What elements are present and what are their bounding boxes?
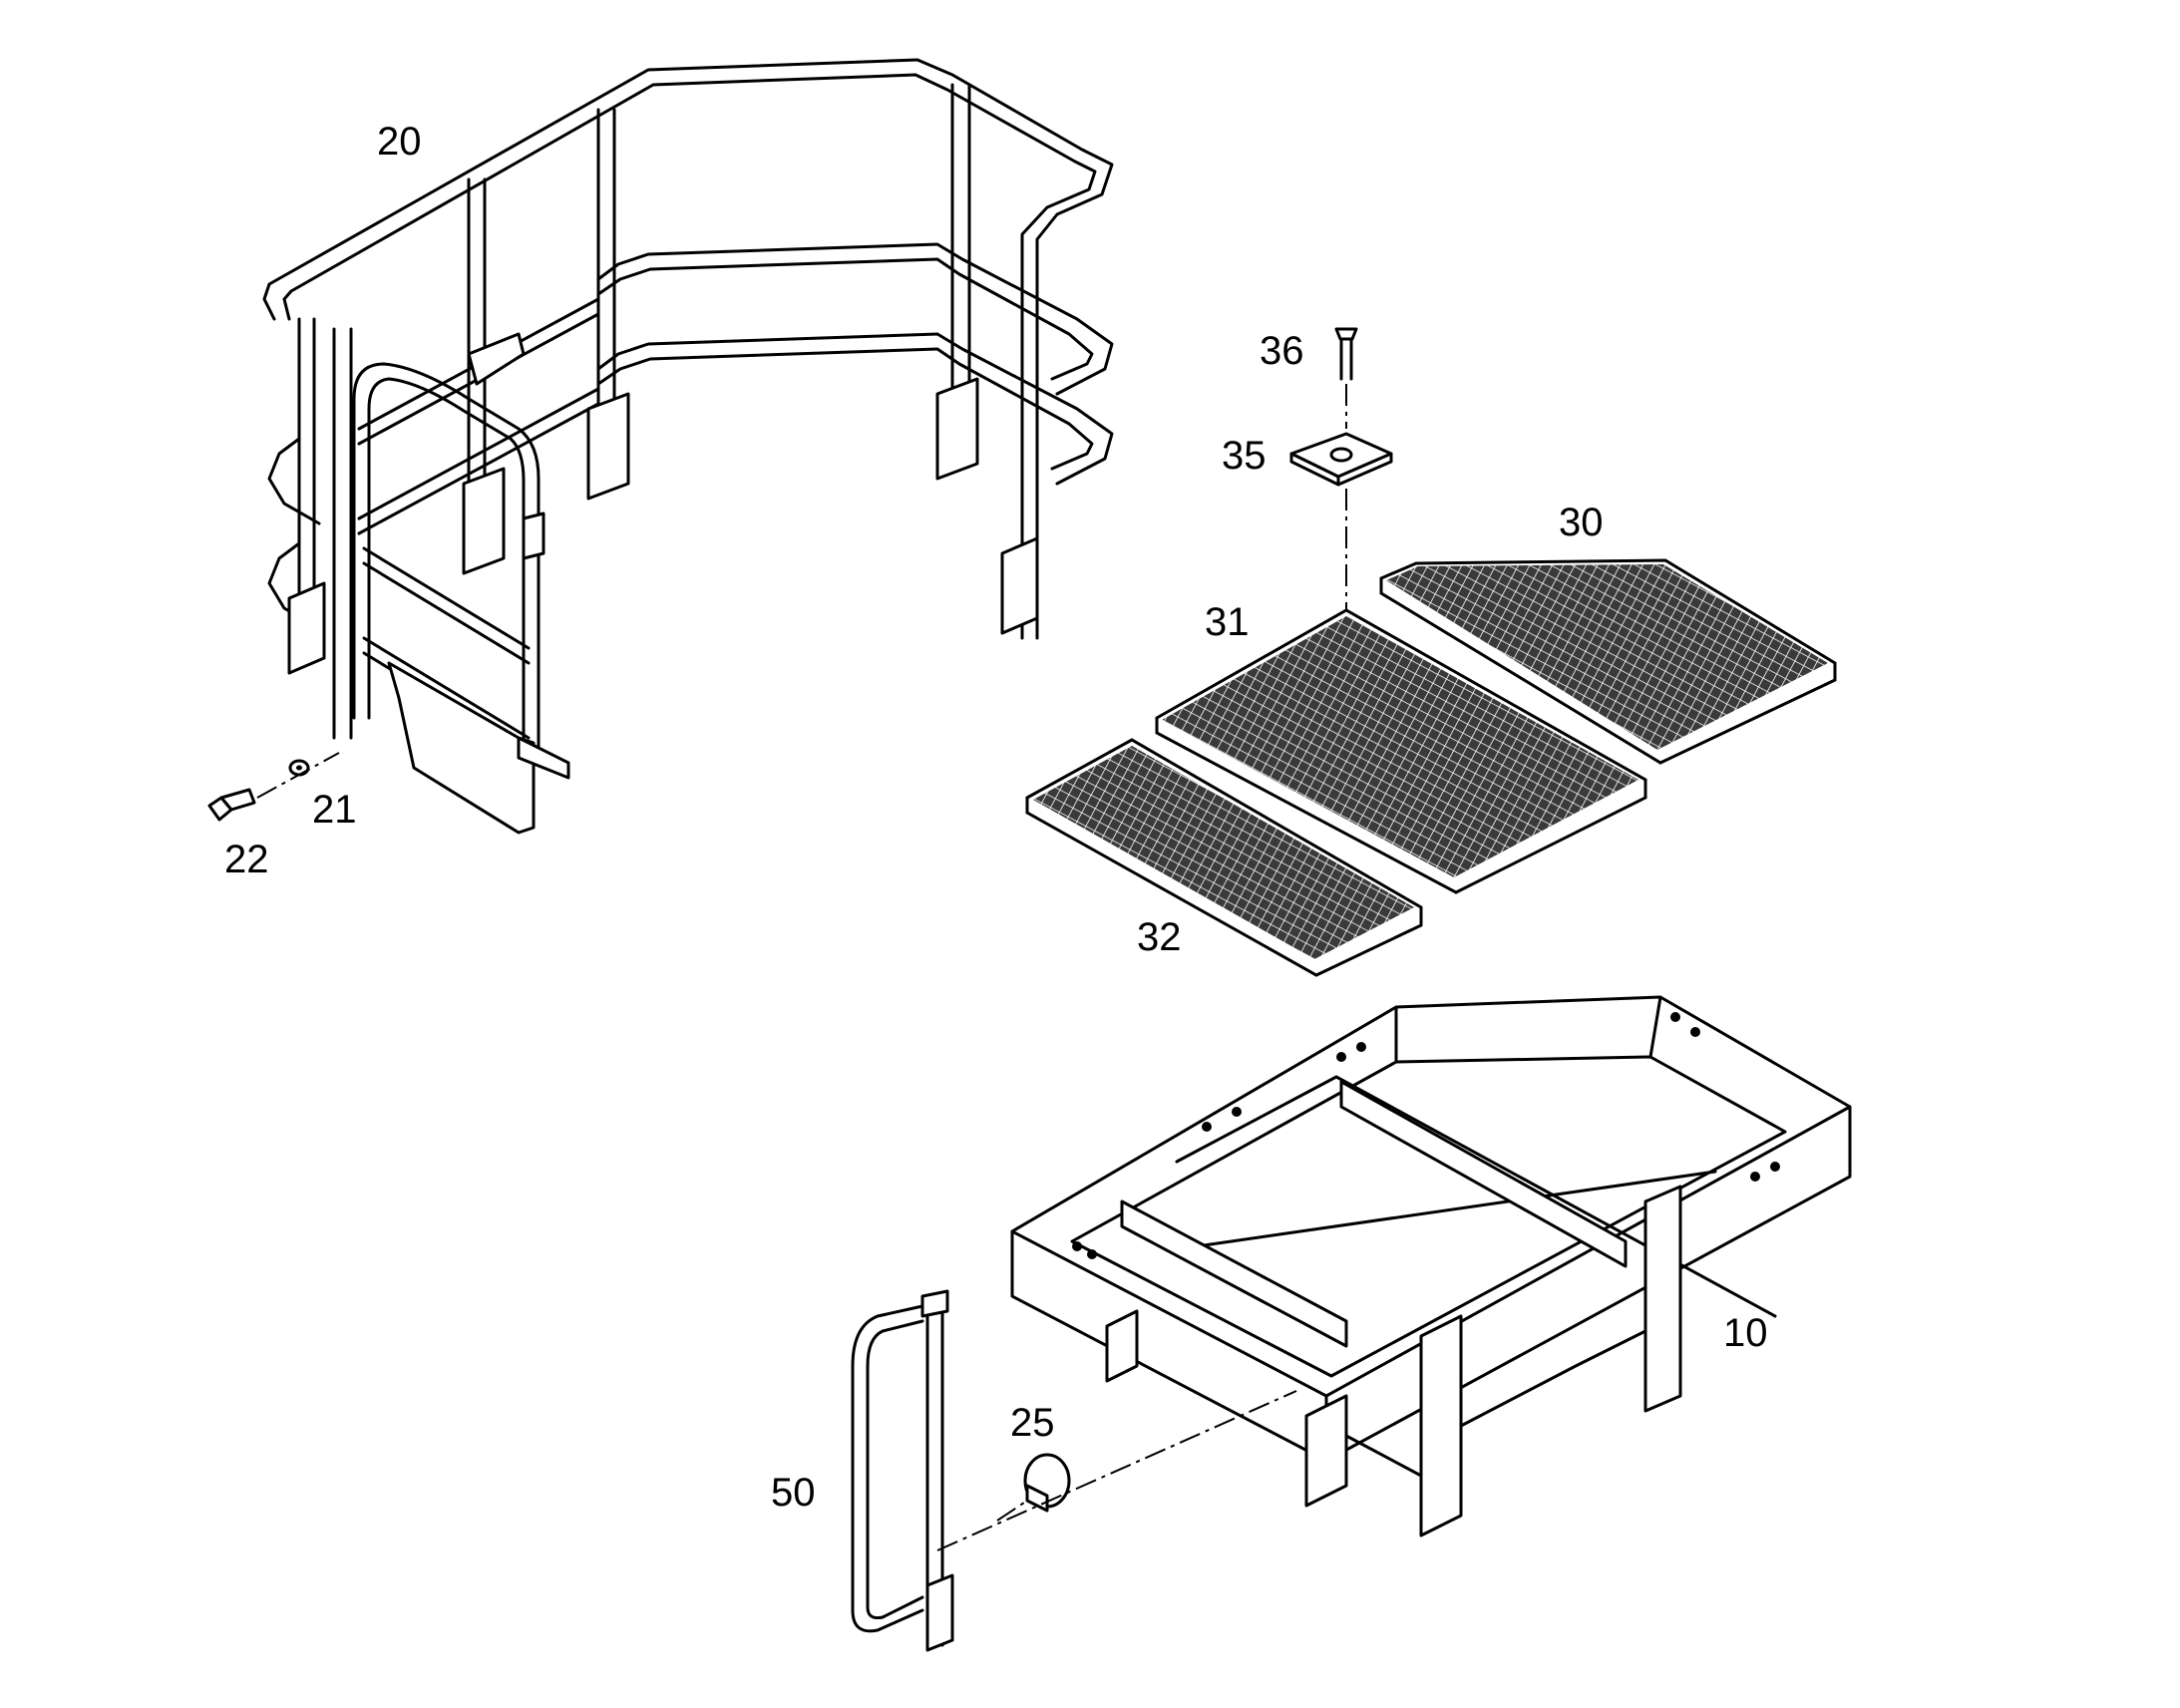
callout-50: 50 bbox=[771, 1471, 816, 1515]
callout-35: 35 bbox=[1222, 434, 1267, 478]
callout-10: 10 bbox=[1723, 1311, 1768, 1355]
callout-25: 25 bbox=[1010, 1401, 1055, 1445]
callout-32: 32 bbox=[1137, 915, 1182, 959]
platform-frame bbox=[1010, 995, 1852, 1537]
knob bbox=[936, 1390, 1297, 1551]
callout-21: 21 bbox=[312, 788, 357, 832]
callout-36: 36 bbox=[1260, 329, 1304, 373]
grating-panels bbox=[1025, 327, 1837, 977]
callout-20: 20 bbox=[377, 120, 422, 164]
callout-30: 30 bbox=[1559, 501, 1604, 544]
railing-assembly bbox=[262, 58, 1114, 835]
callout-22: 22 bbox=[224, 838, 269, 881]
grab-handle bbox=[851, 1289, 954, 1652]
bolt-and-washer bbox=[207, 752, 340, 822]
callout-31: 31 bbox=[1205, 600, 1250, 644]
